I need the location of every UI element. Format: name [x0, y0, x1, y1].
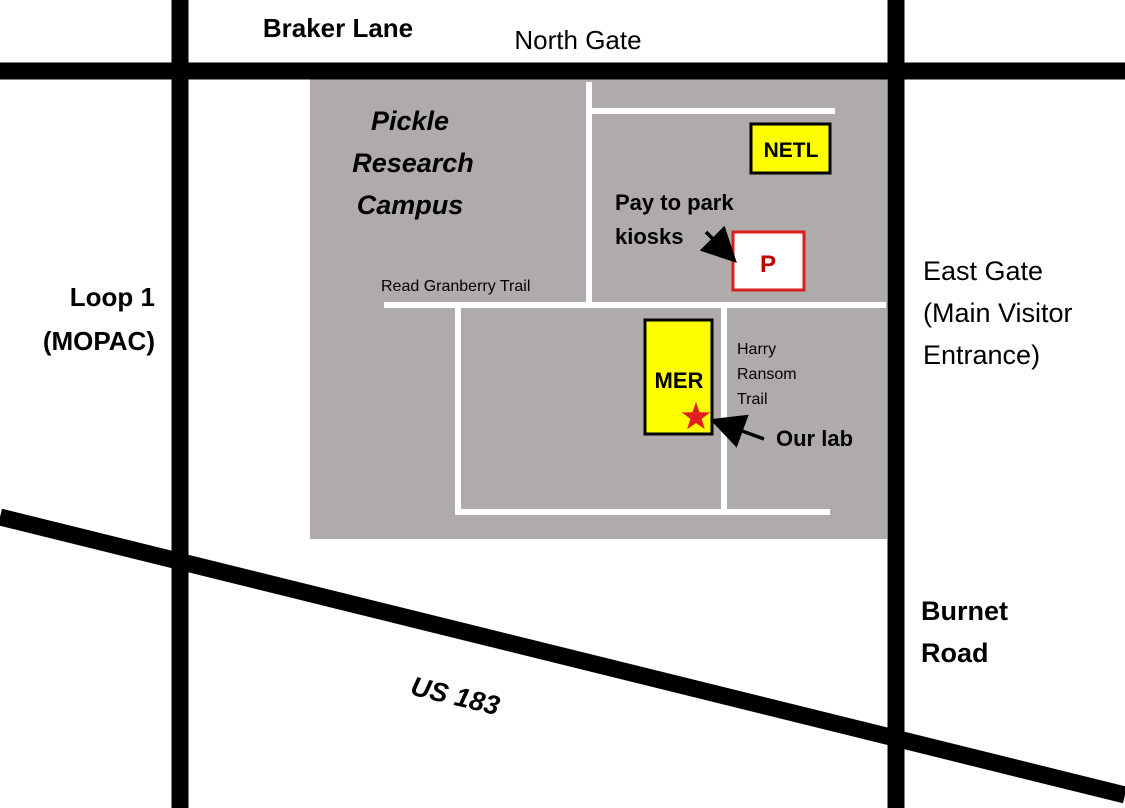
our-lab-star-icon — [681, 402, 711, 430]
read-granberry-trail-label: Read Granberry Trail — [381, 278, 530, 295]
east-gate-label-line2: (Main Visitor — [923, 298, 1073, 328]
north-gate-label: North Gate — [514, 25, 641, 55]
campus-label-line2: Research — [352, 148, 474, 178]
campus-label-line1: Pickle — [371, 106, 449, 136]
netl-label: NETL — [764, 139, 819, 162]
campus-label-line3: Campus — [357, 190, 464, 220]
east-gate-label-line3: Entrance) — [923, 340, 1040, 370]
us183-road — [0, 508, 1125, 804]
inner-roads — [384, 82, 886, 515]
parking-lot — [731, 230, 806, 292]
kiosk-arrow-icon — [699, 225, 737, 263]
burnet-road-label-line2: Road — [921, 638, 989, 668]
loop1-label-line1: Loop 1 — [70, 282, 155, 312]
east-gate-label-line1: East Gate — [923, 256, 1043, 286]
kiosk-label-line1: Pay to park — [615, 190, 734, 215]
parking-label: P — [760, 251, 776, 278]
loop1-label-line2: (MOPAC) — [43, 326, 155, 356]
harry-ransom-trail-label-line1: Harry — [737, 341, 776, 358]
harry-ransom-trail-label-line3: Trail — [737, 391, 768, 408]
burnet-road-label-line1: Burnet — [921, 596, 1008, 626]
our-lab-arrow-icon — [709, 414, 765, 448]
our-lab-label: Our lab — [776, 426, 853, 451]
harry-ransom-trail-label-line2: Ransom — [737, 366, 797, 383]
braker-lane-label: Braker Lane — [263, 13, 413, 43]
netl-building — [749, 122, 832, 175]
kiosk-label-line2: kiosks — [615, 224, 684, 249]
mer-label: MER — [655, 368, 704, 393]
us183-label: US 183 — [408, 671, 503, 721]
